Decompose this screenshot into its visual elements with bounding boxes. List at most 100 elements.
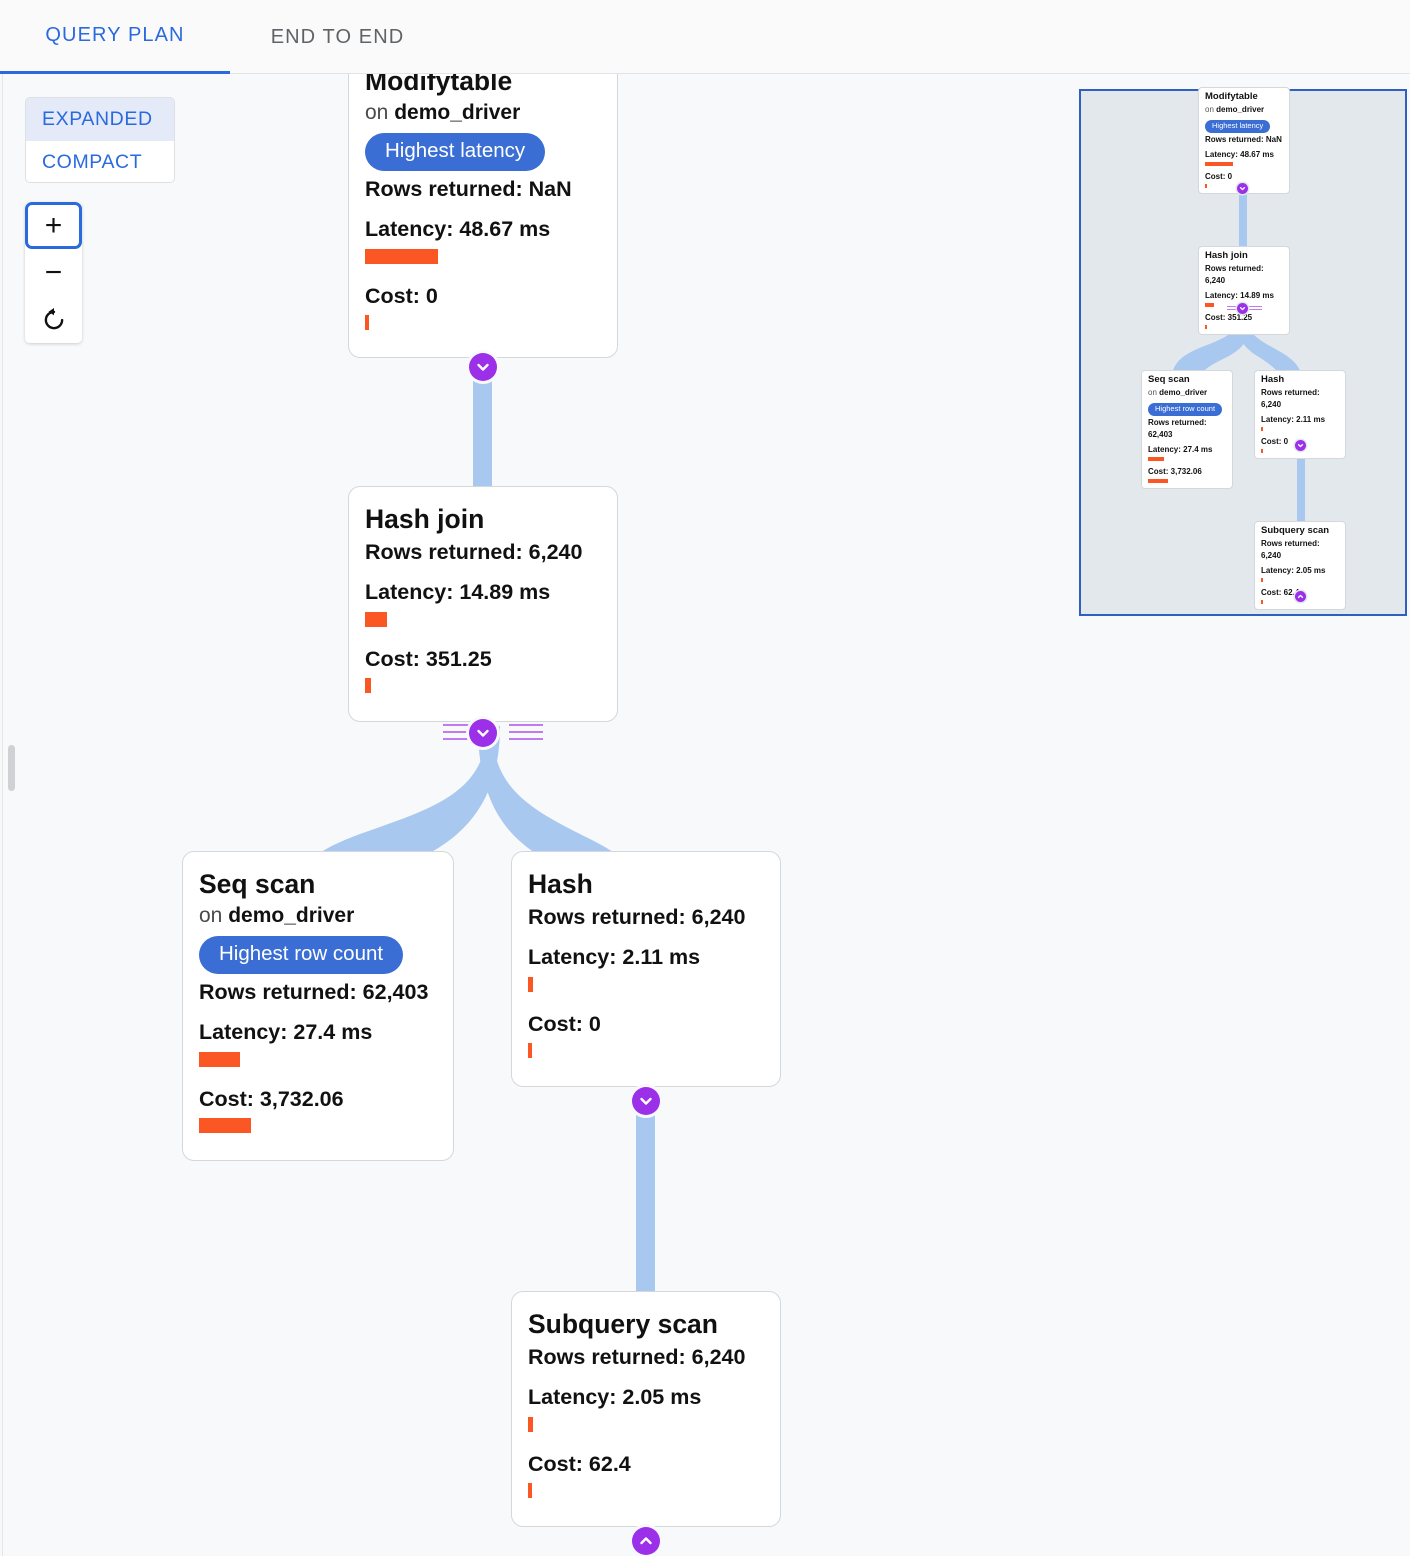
plan-node-modifytable[interactable]: Modifytable on demo_driver Highest laten… xyxy=(348,74,618,358)
mini-relation-prefix: on xyxy=(1205,104,1214,114)
node-title: Modifytable xyxy=(365,74,513,96)
mini-collapse-handle-modifytable[interactable] xyxy=(1237,183,1248,194)
mini-metric-cost: Cost: 0 xyxy=(1205,172,1233,181)
metric-latency: Latency: 48.67 ms xyxy=(365,217,551,242)
cost-bar xyxy=(528,1042,532,1058)
chevron-down-icon xyxy=(640,1097,652,1105)
mini-collapse-handle-hash[interactable] xyxy=(1295,440,1306,451)
chevron-down-icon xyxy=(477,363,489,371)
metric-rows-returned: Rows returned: 62,403 xyxy=(199,980,429,1005)
mini-latency-bar xyxy=(1261,577,1263,582)
mini-metric-rows: Rows returned: 6,240 xyxy=(1205,263,1264,285)
zoom-in-button[interactable]: + xyxy=(25,202,82,249)
collapse-handle-hash[interactable] xyxy=(632,1087,660,1115)
metric-cost: Cost: 0 xyxy=(528,1011,601,1036)
metric-rows-returned: Rows returned: 6,240 xyxy=(528,1345,746,1370)
zoom-controls[interactable]: + − xyxy=(25,202,82,343)
chevron-down-icon xyxy=(477,729,489,737)
cost-bar xyxy=(365,314,369,330)
node-title: Hash join xyxy=(365,504,485,534)
mini-relation-name: demo_driver xyxy=(1159,387,1208,397)
mini-node-hash-join[interactable]: Hash join Rows returned: 6,240 Latency: … xyxy=(1198,246,1290,335)
mini-cost-bar xyxy=(1205,184,1207,188)
mini-node-title: Hash xyxy=(1261,374,1285,385)
mini-metric-latency: Latency: 27.4 ms xyxy=(1148,445,1213,454)
chevron-down-icon xyxy=(1297,443,1304,448)
mini-latency-bar xyxy=(1261,426,1263,431)
zoom-out-button[interactable]: − xyxy=(25,249,82,296)
cost-bar xyxy=(199,1117,251,1133)
mini-edge-hashjoin-children xyxy=(1171,309,1303,385)
relation-name: demo_driver xyxy=(228,904,355,928)
latency-bar xyxy=(528,976,533,992)
mini-node-relation: on demo_driver xyxy=(1205,104,1283,115)
latency-bar xyxy=(528,1416,533,1432)
reset-view-button[interactable] xyxy=(25,296,82,343)
node-relation: on demo_driver xyxy=(199,901,437,931)
layout-option-expanded[interactable]: EXPANDED xyxy=(26,98,174,141)
mini-badge-highest-latency: Highest latency xyxy=(1205,119,1271,133)
mini-cost-bar xyxy=(1205,324,1207,329)
mini-node-title: Modifytable xyxy=(1205,91,1258,102)
relation-name: demo_driver xyxy=(394,101,521,125)
mini-relation-prefix: on xyxy=(1148,387,1157,397)
metric-cost: Cost: 62.4 xyxy=(528,1451,631,1476)
mini-metric-cost: Cost: 62.4 xyxy=(1261,587,1300,597)
minimap-viewport[interactable]: Modifytable on demo_driver Highest laten… xyxy=(1079,87,1407,616)
latency-bar xyxy=(365,248,438,264)
plus-icon: + xyxy=(44,208,63,242)
mini-multi-child-lines-left xyxy=(1227,306,1241,312)
mini-expand-handle-subquery-scan[interactable] xyxy=(1295,591,1306,602)
mini-collapse-handle-hash-join[interactable] xyxy=(1237,303,1248,314)
mini-metric-latency: Latency: 14.89 ms xyxy=(1205,290,1274,300)
mini-node-title: Subquery scan xyxy=(1261,525,1330,536)
minus-icon: − xyxy=(44,255,63,289)
metric-cost: Cost: 351.25 xyxy=(365,646,492,671)
chevron-up-icon xyxy=(640,1537,652,1545)
plan-node-hash[interactable]: Hash Rows returned: 6,240 Latency: 2.11 … xyxy=(511,851,781,1087)
mini-metric-rows: Rows returned: NaN xyxy=(1205,135,1282,144)
tab-query-plan[interactable]: QUERY PLAN xyxy=(0,0,230,74)
plan-canvas[interactable]: Modifytable on demo_driver Highest laten… xyxy=(0,74,1410,1556)
cost-bar xyxy=(365,677,371,693)
mini-metric-rows: Rows returned: 6,240 xyxy=(1261,387,1320,409)
relation-prefix: on xyxy=(199,904,223,928)
panel-resize-grip[interactable] xyxy=(8,745,15,791)
badge-highest-row-count: Highest row count xyxy=(199,935,404,975)
mini-metric-rows: Rows returned: 62,403 xyxy=(1148,418,1207,439)
metric-latency: Latency: 2.05 ms xyxy=(528,1385,702,1410)
layout-mode-toggle[interactable]: EXPANDED COMPACT xyxy=(25,97,175,183)
reset-rotate-icon xyxy=(44,307,63,329)
mini-edge-hash-to-subqueryscan xyxy=(1297,444,1305,535)
metric-latency: Latency: 14.89 ms xyxy=(365,580,551,605)
multi-child-lines-left xyxy=(443,724,477,745)
mini-cost-bar xyxy=(1261,448,1263,453)
mini-node-modifytable[interactable]: Modifytable on demo_driver Highest laten… xyxy=(1198,87,1290,194)
mini-metric-cost: Cost: 3,732.06 xyxy=(1148,467,1202,476)
mini-node-title: Seq scan xyxy=(1148,374,1190,385)
tab-bar: QUERY PLAN END TO END xyxy=(0,0,1410,74)
mini-metric-latency: Latency: 2.05 ms xyxy=(1261,565,1326,575)
plan-node-subquery-scan[interactable]: Subquery scan Rows returned: 6,240 Laten… xyxy=(511,1291,781,1527)
metric-cost: Cost: 3,732.06 xyxy=(199,1086,344,1111)
mini-multi-child-lines-right xyxy=(1248,306,1262,312)
expand-handle-subquery-scan[interactable] xyxy=(632,1527,660,1555)
collapse-handle-modifytable[interactable] xyxy=(469,353,497,381)
mini-metric-cost: Cost: 0 xyxy=(1261,436,1289,446)
layout-option-compact[interactable]: COMPACT xyxy=(26,141,174,182)
tab-end-to-end[interactable]: END TO END xyxy=(270,25,405,48)
mini-latency-bar xyxy=(1205,162,1233,166)
plan-node-seq-scan[interactable]: Seq scan on demo_driver Highest row coun… xyxy=(182,851,454,1161)
mini-latency-bar xyxy=(1205,302,1214,307)
metric-latency: Latency: 27.4 ms xyxy=(199,1020,373,1045)
plan-node-hash-join[interactable]: Hash join Rows returned: 6,240 Latency: … xyxy=(348,486,618,722)
relation-prefix: on xyxy=(365,101,389,125)
mini-metric-rows: Rows returned: 6,240 xyxy=(1261,538,1320,560)
mini-node-seq-scan[interactable]: Seq scan on demo_driver Highest row coun… xyxy=(1141,370,1233,489)
node-relation: on demo_driver xyxy=(365,98,601,128)
mini-cost-bar xyxy=(1148,479,1168,483)
chevron-down-icon xyxy=(1239,306,1246,311)
mini-node-title: Hash join xyxy=(1205,250,1248,261)
collapse-handle-hash-join[interactable] xyxy=(469,719,497,747)
cost-bar xyxy=(528,1482,532,1498)
